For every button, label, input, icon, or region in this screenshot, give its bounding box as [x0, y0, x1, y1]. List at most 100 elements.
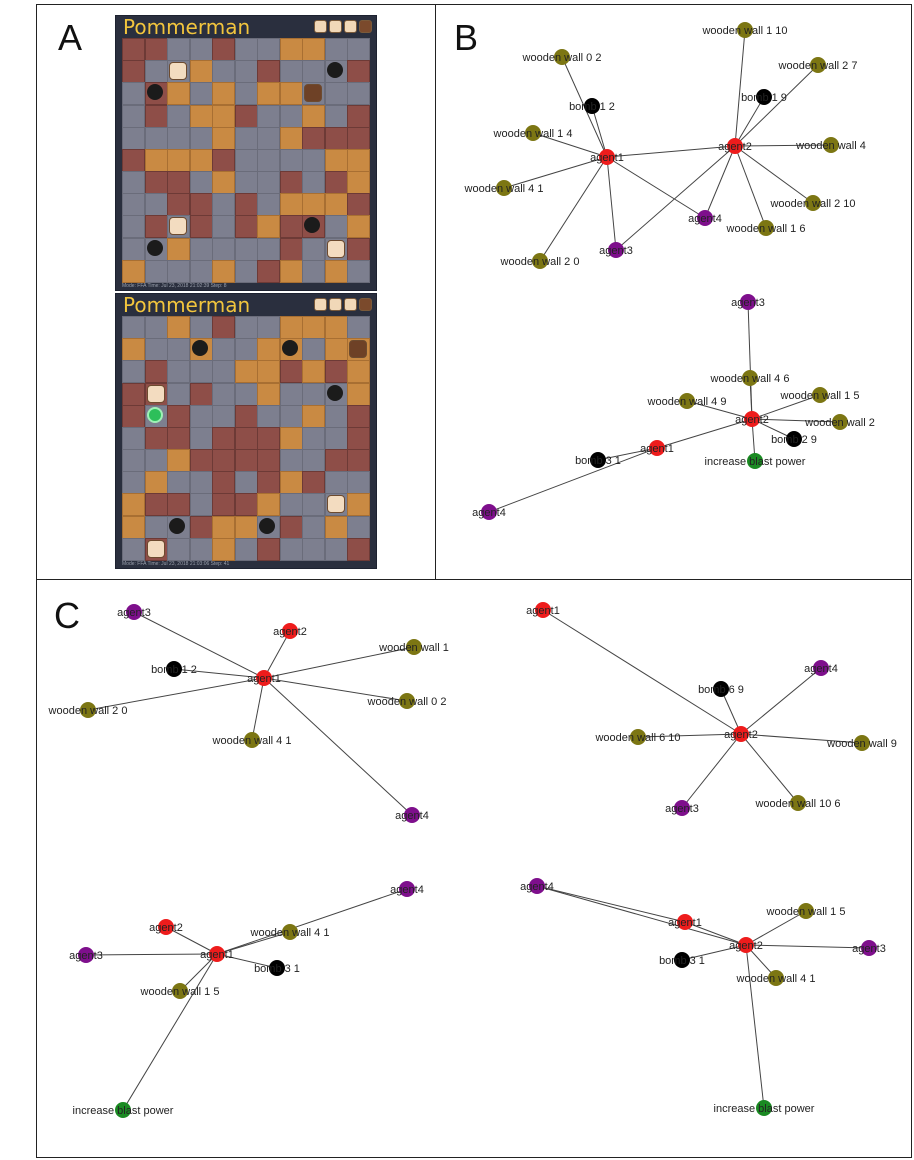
graph-node-label: agent1: [668, 917, 702, 929]
graph-node-label: agent4: [472, 507, 506, 519]
graph-node-wooden-wall: [554, 49, 570, 65]
graph-node-label: agent3: [852, 943, 886, 955]
board-grid: [122, 38, 371, 283]
graph-node-wooden-wall: [768, 970, 784, 986]
graph-node-wooden-wall: [790, 795, 806, 811]
board-tile: [257, 537, 281, 561]
board-tile: [167, 259, 191, 283]
graph-node-label: bomb 2 9: [771, 434, 817, 446]
graph-edge: [606, 145, 736, 158]
graph-node-label: wooden wall 9: [826, 738, 897, 750]
graph-node-label: agent3: [599, 245, 633, 257]
graph-node-wooden-wall: [80, 702, 96, 718]
board-grid: [122, 316, 371, 561]
graph-node-wooden-wall: [525, 125, 541, 141]
graph-node-wooden-wall: [798, 903, 814, 919]
graph-edge: [591, 105, 608, 158]
graph-edge: [263, 646, 415, 679]
graph-edge: [85, 953, 218, 956]
figure-frame: [36, 4, 912, 1158]
graph-edge: [684, 921, 747, 946]
graph-node-label: agent3: [69, 950, 103, 962]
graph-node-label: bomb 1 2: [569, 101, 615, 113]
graph-node-label: wooden wall 1 5: [780, 390, 860, 402]
graph-edge: [745, 944, 870, 949]
graph-node-bomb: [713, 681, 729, 697]
graph-edge: [536, 885, 747, 946]
graph-node-wooden-wall: [805, 195, 821, 211]
bomb-icon: [146, 84, 163, 101]
graph-node-wooden-wall: [172, 983, 188, 999]
graph-edge: [734, 145, 814, 204]
graph-node-label: wooden wall 6 10: [594, 732, 680, 744]
graph-node-wooden-wall: [758, 220, 774, 236]
agent-icon: [304, 84, 323, 103]
graph-node-wooden-wall: [282, 924, 298, 940]
graph-node-bomb: [786, 431, 802, 447]
agent-portraits: [314, 20, 372, 33]
board-tile: [347, 259, 371, 283]
graph-node-wooden-wall: [496, 180, 512, 196]
agent-icon: [146, 539, 165, 558]
graph-node-label: wooden wall 4 1: [250, 927, 330, 939]
graph-node-bomb: [674, 952, 690, 968]
agent-portrait-icon: [329, 298, 342, 311]
graph-edge: [87, 677, 265, 711]
graph-node-bomb: [166, 661, 182, 677]
board-tile: [257, 259, 281, 283]
graph-node-label: agent1: [200, 949, 234, 961]
panel-label-b: B: [454, 17, 479, 58]
graph-node-agent-active: [256, 670, 272, 686]
graph-node-label: wooden wall 2 7: [778, 60, 858, 72]
board-tile: [212, 259, 236, 283]
graph-node-bomb: [269, 960, 285, 976]
agent-portrait-icon: [344, 298, 357, 311]
graph-node-label: agent4: [395, 810, 429, 822]
graph-node-agent-active: [733, 726, 749, 742]
graph-edge: [532, 132, 608, 158]
graph-node-label: agent1: [640, 443, 674, 455]
board-title: Pommerman: [123, 15, 251, 39]
graph-node-label: wooden wall 4 1: [464, 183, 544, 195]
graph-node-label: wooden wall 4 1: [212, 735, 292, 747]
graph-edge: [734, 64, 819, 147]
graph-edge: [656, 418, 753, 449]
graph-node-bomb: [756, 89, 772, 105]
graph-edge: [740, 733, 863, 744]
graph-edge: [263, 630, 291, 679]
graph-node-label: wooden wall 2: [804, 417, 875, 429]
graph-node-wooden-wall: [810, 57, 826, 73]
graph-node-wooden-wall: [812, 387, 828, 403]
graph-node-label: bomb 6 9: [698, 684, 744, 696]
bomb-icon: [281, 340, 298, 357]
board-status: Mode: FFA Time: Jul 23, 2018 21:02:39 St…: [122, 283, 227, 289]
graph-node-wooden-wall: [854, 735, 870, 751]
panel-divider-horizontal: [36, 579, 912, 580]
graph-edge: [686, 400, 753, 420]
graph-node-agent-other: [126, 604, 142, 620]
graph-edge: [216, 888, 408, 955]
graph-edge: [751, 394, 821, 420]
graph-node-label: agent2: [724, 729, 758, 741]
board-tile: [234, 537, 258, 561]
board-tile: [212, 537, 236, 561]
board-tile: [324, 259, 348, 283]
graph-node-wooden-wall: [630, 729, 646, 745]
agent-portrait-icon: [329, 20, 342, 33]
graph-edge: [745, 944, 765, 1109]
graph-node-label: agent1: [247, 673, 281, 685]
graph-node-label: wooden wall 1 6: [726, 223, 806, 235]
graph-edge: [539, 156, 608, 262]
graph-node-label: increase blast power: [73, 1105, 174, 1117]
graph-node-agent-other: [78, 947, 94, 963]
graph-node-powerup: [115, 1102, 131, 1118]
graph-node-bomb: [590, 452, 606, 468]
graph-node-label: wooden wall 1 5: [766, 906, 846, 918]
graph-node-agent-other: [861, 940, 877, 956]
graph-node-label: bomb 3 1: [659, 955, 705, 967]
board-tile: [234, 259, 258, 283]
agent-portrait-icon: [314, 298, 327, 311]
